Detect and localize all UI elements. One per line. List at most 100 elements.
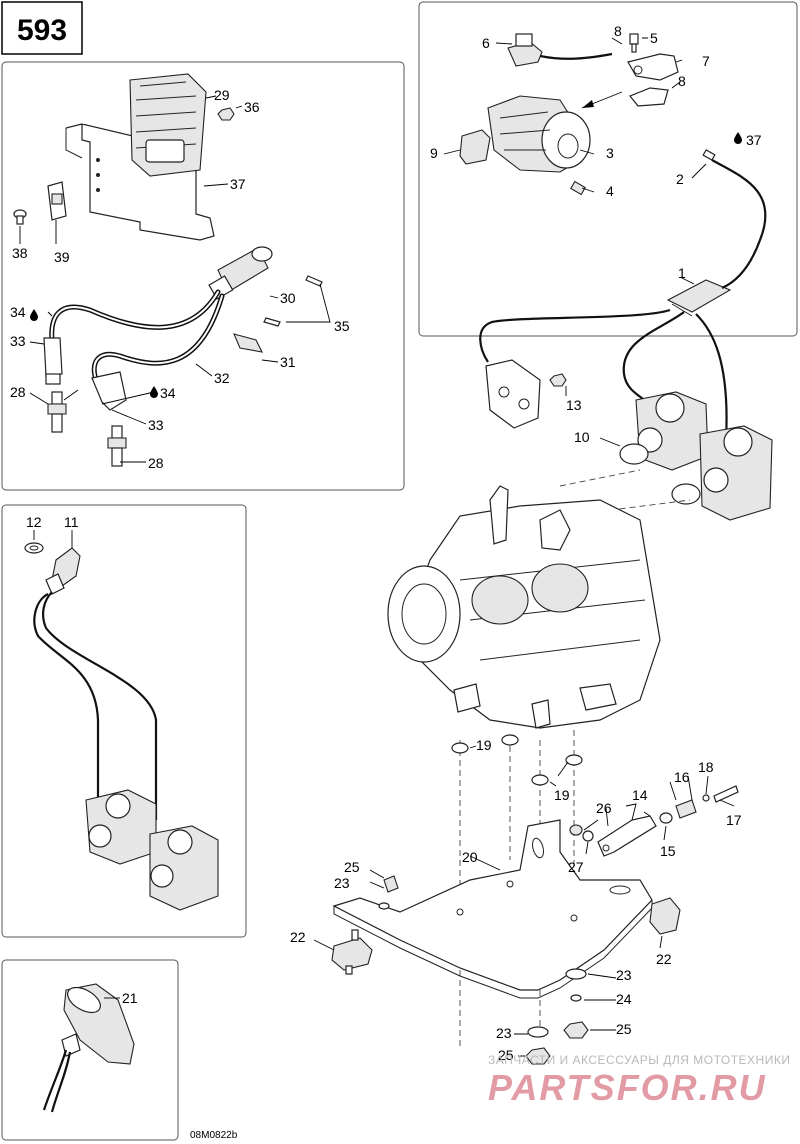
throttle-lever-7 bbox=[627, 53, 679, 107]
callout-23c: 23 bbox=[496, 1025, 512, 1041]
callout-13: 13 bbox=[566, 397, 582, 413]
callout-4: 4 bbox=[606, 183, 614, 199]
spark-plug-28-left bbox=[47, 391, 67, 433]
nut-36 bbox=[217, 107, 235, 121]
callout-8a: 8 bbox=[614, 23, 622, 39]
callout-31: 31 bbox=[280, 354, 296, 370]
set-screw-4 bbox=[570, 180, 586, 196]
primer-knob-21 bbox=[42, 983, 135, 1113]
callout-12: 12 bbox=[26, 514, 42, 530]
screw-5 bbox=[629, 33, 639, 53]
callout-5: 5 bbox=[650, 30, 658, 46]
nut-13 bbox=[549, 373, 567, 387]
callout-32: 32 bbox=[214, 370, 230, 386]
callout-29: 29 bbox=[214, 87, 230, 103]
callout-27: 27 bbox=[568, 859, 584, 875]
mounting-plate-20 bbox=[332, 819, 653, 999]
callout-16: 16 bbox=[674, 769, 690, 785]
callout-28b: 28 bbox=[148, 455, 164, 471]
temperature-sensor-11 bbox=[33, 547, 158, 820]
cover-9 bbox=[459, 129, 491, 165]
washer-19a bbox=[451, 734, 519, 754]
callout-6: 6 bbox=[482, 35, 490, 51]
watermark-brand: PARTSFOR.RU bbox=[488, 1067, 767, 1108]
callout-26: 26 bbox=[596, 800, 612, 816]
watermark: ЗАПЧАСТИ И АКСЕССУАРЫ ДЛЯ МОТОТЕХНИКИ PA… bbox=[488, 1053, 790, 1108]
callout-2: 2 bbox=[676, 171, 684, 187]
oil-drop-icon-37 bbox=[734, 132, 742, 144]
drawing-code: 08M0822b bbox=[190, 1130, 238, 1141]
spark-plug-28-right bbox=[107, 425, 127, 467]
callout-39: 39 bbox=[54, 249, 70, 265]
callout-23a: 23 bbox=[334, 875, 350, 891]
bracket-14 bbox=[597, 815, 657, 857]
screw-38 bbox=[13, 209, 27, 225]
callout-22a: 22 bbox=[290, 929, 306, 945]
callout-34a: 34 bbox=[10, 304, 26, 320]
callout-24: 24 bbox=[616, 991, 632, 1007]
mount-15-16-17-18 bbox=[659, 785, 739, 824]
throttle-housing-3 bbox=[487, 95, 591, 173]
hardware-23-24-25 bbox=[378, 875, 589, 1065]
clip-31 bbox=[233, 333, 263, 353]
callout-25b: 25 bbox=[616, 1021, 632, 1037]
oil-drop-icon-34b bbox=[150, 386, 158, 398]
callout-19a: 19 bbox=[476, 737, 492, 753]
engine-block bbox=[387, 485, 661, 729]
washer-19b bbox=[531, 754, 583, 786]
callout-19b: 19 bbox=[554, 787, 570, 803]
spacer-26-27 bbox=[569, 824, 594, 842]
callout-35: 35 bbox=[334, 318, 350, 334]
carburetor-right bbox=[699, 425, 773, 521]
callout-37b: 37 bbox=[746, 132, 762, 148]
callout-25a: 25 bbox=[344, 859, 360, 875]
callout-33b: 33 bbox=[148, 417, 164, 433]
callout-30: 30 bbox=[280, 290, 296, 306]
callout-1: 1 bbox=[678, 265, 686, 281]
clamp-10 bbox=[619, 443, 701, 505]
connector-1 bbox=[666, 279, 732, 317]
oil-drop-icon-34a bbox=[30, 309, 38, 321]
callout-21: 21 bbox=[122, 990, 138, 1006]
callout-15: 15 bbox=[660, 843, 676, 859]
panel-sensor bbox=[1, 504, 247, 938]
rubber-mount-22-left bbox=[331, 929, 373, 975]
callout-23b: 23 bbox=[616, 967, 632, 983]
callout-34b: 34 bbox=[160, 385, 176, 401]
panel-primer bbox=[1, 959, 179, 1141]
screw-35 bbox=[263, 275, 323, 327]
callout-18: 18 bbox=[698, 759, 714, 775]
callout-38: 38 bbox=[12, 245, 28, 261]
callout-10: 10 bbox=[574, 429, 590, 445]
carburetor-left bbox=[635, 391, 709, 471]
hv-cable-32 bbox=[49, 289, 225, 383]
panel-ignition bbox=[1, 61, 405, 491]
callout-14: 14 bbox=[632, 787, 648, 803]
rubber-mount-22-right bbox=[649, 897, 681, 935]
panel-throttle bbox=[418, 1, 798, 337]
callout-33a: 33 bbox=[10, 333, 26, 349]
page-number-box: 593 bbox=[1, 1, 83, 55]
callout-20: 20 bbox=[462, 849, 478, 865]
clip-39 bbox=[47, 181, 67, 221]
callout-36: 36 bbox=[244, 99, 260, 115]
callout-11: 11 bbox=[64, 514, 79, 530]
ecu-module bbox=[129, 73, 207, 177]
callout-25c: 25 bbox=[498, 1047, 514, 1063]
callout-37a: 37 bbox=[230, 176, 246, 192]
callout-22b: 22 bbox=[656, 951, 672, 967]
washer-12 bbox=[24, 542, 44, 554]
callout-28a: 28 bbox=[10, 384, 26, 400]
callout-3: 3 bbox=[606, 145, 614, 161]
throttle-cable-2 bbox=[479, 149, 767, 441]
callout-7: 7 bbox=[702, 53, 710, 69]
spark-plug-cap-33-left bbox=[43, 337, 63, 385]
throttle-sensor-6 bbox=[507, 33, 613, 67]
callout-8b: 8 bbox=[678, 73, 686, 89]
watermark-caption: ЗАПЧАСТИ И АКСЕССУАРЫ ДЛЯ МОТОТЕХНИКИ bbox=[488, 1053, 790, 1067]
callout-17: 17 bbox=[726, 812, 742, 828]
carburetor-pair-sensor-panel bbox=[85, 789, 219, 911]
spark-plug-cap-33-right bbox=[91, 371, 127, 411]
page-number: 593 bbox=[17, 14, 67, 47]
